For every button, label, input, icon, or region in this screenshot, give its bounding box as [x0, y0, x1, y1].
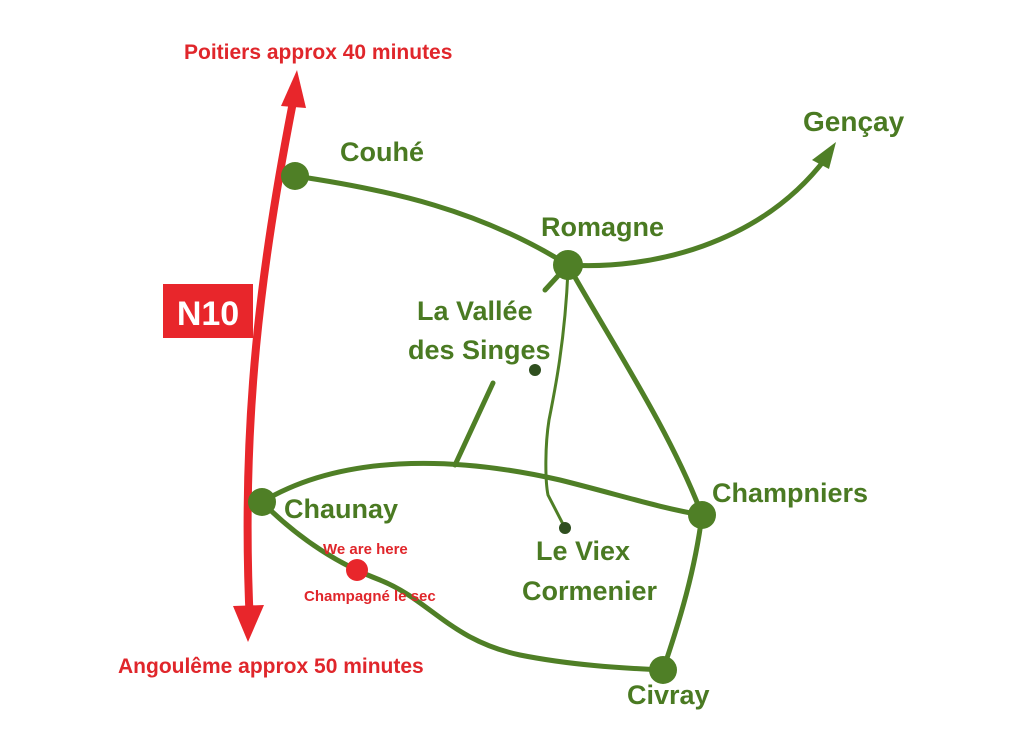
- romagne-label: Romagne: [541, 212, 664, 242]
- le-viex-label-line2: Cormenier: [522, 576, 658, 606]
- road-romagne-le-viex: [544, 268, 570, 530]
- n10-badge: [163, 284, 253, 338]
- civray-marker: [649, 656, 677, 684]
- la-vallee-label-line1: La Vallée: [417, 296, 533, 326]
- road-chaunay-champniers: [259, 460, 705, 518]
- champniers-marker: [688, 501, 716, 529]
- chaunay-marker: [248, 488, 276, 516]
- le-viex-marker: [559, 522, 571, 534]
- map-labels: Poitiers approx 40 minutes Angoulême app…: [118, 41, 905, 710]
- romagne-marker: [553, 250, 583, 280]
- north-arrow-icon: [281, 70, 306, 108]
- couhe-label: Couhé: [340, 137, 424, 167]
- civray-label: Civray: [627, 680, 710, 710]
- road-couhe-romagne: [292, 173, 571, 268]
- we-are-here-label: We are here: [323, 541, 408, 558]
- n10-badge-label: N10: [177, 295, 239, 333]
- local-roads: [259, 142, 836, 673]
- champniers-label: Champniers: [712, 478, 868, 508]
- road-romagne-gencay: [565, 155, 829, 269]
- road-la-vallee-spur: [452, 380, 496, 468]
- gencay-label: Gençay: [803, 106, 905, 137]
- gencay-arrow-icon: [812, 142, 836, 169]
- road-romagne-champniers: [565, 262, 705, 518]
- n10-road: N10: [163, 70, 306, 642]
- town-markers: [248, 162, 716, 684]
- road-champniers-civray: [660, 512, 705, 673]
- road-chaunay-civray: [259, 499, 666, 673]
- n10-road-line: [243, 98, 297, 629]
- la-vallee-label-line2: des Singes: [408, 335, 551, 365]
- south-destination-label: Angoulême approx 50 minutes: [118, 655, 424, 678]
- south-arrow-icon: [233, 605, 264, 642]
- current-location-marker: [346, 559, 368, 581]
- le-viex-label-line1: Le Viex: [536, 536, 630, 566]
- chaunay-label: Chaunay: [284, 494, 398, 524]
- current-place-label: Champagné le sec: [304, 588, 436, 605]
- north-destination-label: Poitiers approx 40 minutes: [184, 41, 452, 64]
- la-vallee-marker: [529, 364, 541, 376]
- couhe-marker: [281, 162, 309, 190]
